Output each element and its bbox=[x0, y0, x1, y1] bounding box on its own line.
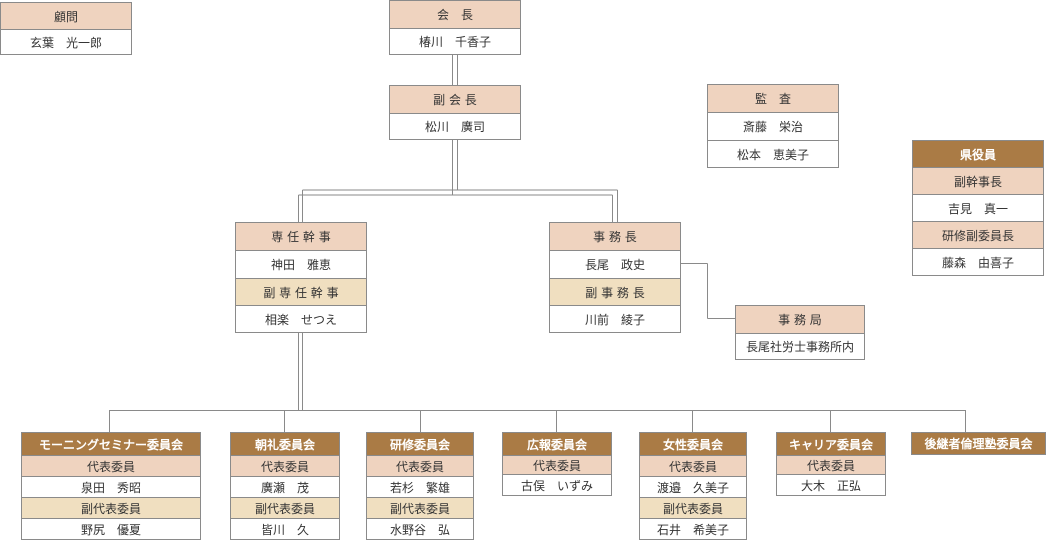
secretary-general-name: 長尾 政史 bbox=[550, 250, 680, 278]
committee-rep-label: 代表委員 bbox=[777, 455, 885, 474]
committee-rep-name: 若杉 繁雄 bbox=[367, 476, 473, 497]
secretariat-title: 事 務 局 bbox=[736, 306, 864, 333]
auditor-title: 監 査 bbox=[708, 85, 838, 112]
secretariat-name: 長尾社労士事務所内 bbox=[736, 333, 864, 359]
officer-role: 副幹事長 bbox=[913, 167, 1043, 194]
committee-title: モーニングセミナー委員会 bbox=[22, 433, 200, 455]
committee-rep-name: 廣瀬 茂 bbox=[231, 476, 339, 497]
deputy-executive-secretary-title: 副 専 任 幹 事 bbox=[236, 278, 366, 305]
vice-chairman-box: 副 会 長 松川 廣司 bbox=[389, 85, 521, 140]
committee-rep-label: 代表委員 bbox=[231, 455, 339, 476]
advisor-title: 顧問 bbox=[1, 3, 131, 29]
chairman-title: 会 長 bbox=[390, 1, 520, 28]
chairman-name: 椿川 千香子 bbox=[390, 28, 520, 54]
advisor-name: 玄葉 光一郎 bbox=[1, 29, 131, 54]
committee-vice-name: 石井 希美子 bbox=[640, 518, 746, 539]
committee-vice-name: 水野谷 弘 bbox=[367, 518, 473, 539]
executive-secretary-box: 専 任 幹 事 神田 雅恵 副 専 任 幹 事 相楽 せつえ bbox=[235, 222, 367, 333]
committee-career: キャリア委員会 代表委員 大木 正弘 bbox=[776, 432, 886, 496]
deputy-executive-secretary-name: 相楽 せつえ bbox=[236, 305, 366, 332]
vice-chairman-title: 副 会 長 bbox=[390, 86, 520, 113]
committee-vice-name: 皆川 久 bbox=[231, 518, 339, 539]
officer-name: 藤森 由喜子 bbox=[913, 248, 1043, 275]
committee-vice-label: 副代表委員 bbox=[367, 497, 473, 518]
committee-title: 後継者倫理塾委員会 bbox=[912, 433, 1045, 454]
committee-title: 広報委員会 bbox=[503, 433, 611, 455]
secretary-general-title: 事 務 長 bbox=[550, 223, 680, 250]
committee-rep-label: 代表委員 bbox=[503, 455, 611, 474]
officer-role: 研修副委員長 bbox=[913, 221, 1043, 248]
committee-rep-label: 代表委員 bbox=[22, 455, 200, 476]
committee-rep-name: 大木 正弘 bbox=[777, 474, 885, 495]
committee-rep-name: 渡邉 久美子 bbox=[640, 476, 746, 497]
committee-title: 研修委員会 bbox=[367, 433, 473, 455]
committee-rep-name: 泉田 秀昭 bbox=[22, 476, 200, 497]
auditor-name: 松本 恵美子 bbox=[708, 140, 838, 167]
prefecture-officers-box: 県役員 副幹事長 吉見 真一 研修副委員長 藤森 由喜子 bbox=[912, 140, 1044, 276]
committee-rep-label: 代表委員 bbox=[640, 455, 746, 476]
committee-women: 女性委員会 代表委員 渡邉 久美子 副代表委員 石井 希美子 bbox=[639, 432, 747, 540]
committee-public-relations: 広報委員会 代表委員 古俣 いずみ bbox=[502, 432, 612, 496]
committee-rep-label: 代表委員 bbox=[367, 455, 473, 476]
deputy-secretary-general-title: 副 事 務 長 bbox=[550, 278, 680, 305]
auditor-name: 斎藤 栄治 bbox=[708, 112, 838, 140]
committee-training: 研修委員会 代表委員 若杉 繁雄 副代表委員 水野谷 弘 bbox=[366, 432, 474, 540]
committee-morning-seminar: モーニングセミナー委員会 代表委員 泉田 秀昭 副代表委員 野尻 優夏 bbox=[21, 432, 201, 540]
executive-secretary-title: 専 任 幹 事 bbox=[236, 223, 366, 250]
secretary-general-box: 事 務 長 長尾 政史 副 事 務 長 川前 綾子 bbox=[549, 222, 681, 333]
officer-name: 吉見 真一 bbox=[913, 194, 1043, 221]
advisor-box: 顧問 玄葉 光一郎 bbox=[0, 2, 132, 55]
auditor-box: 監 査 斎藤 栄治 松本 恵美子 bbox=[707, 84, 839, 168]
committee-vice-label: 副代表委員 bbox=[640, 497, 746, 518]
vice-chairman-name: 松川 廣司 bbox=[390, 113, 520, 139]
chairman-box: 会 長 椿川 千香子 bbox=[389, 0, 521, 55]
committee-successor-ethics: 後継者倫理塾委員会 bbox=[911, 432, 1046, 455]
executive-secretary-name: 神田 雅恵 bbox=[236, 250, 366, 278]
prefecture-officers-title: 県役員 bbox=[913, 141, 1043, 167]
secretariat-box: 事 務 局 長尾社労士事務所内 bbox=[735, 305, 865, 360]
committee-rep-name: 古俣 いずみ bbox=[503, 474, 611, 495]
committee-morning-assembly: 朝礼委員会 代表委員 廣瀬 茂 副代表委員 皆川 久 bbox=[230, 432, 340, 540]
committee-title: キャリア委員会 bbox=[777, 433, 885, 455]
committee-vice-label: 副代表委員 bbox=[231, 497, 339, 518]
committee-vice-label: 副代表委員 bbox=[22, 497, 200, 518]
committee-title: 朝礼委員会 bbox=[231, 433, 339, 455]
deputy-secretary-general-name: 川前 綾子 bbox=[550, 305, 680, 332]
committee-title: 女性委員会 bbox=[640, 433, 746, 455]
committee-vice-name: 野尻 優夏 bbox=[22, 518, 200, 539]
